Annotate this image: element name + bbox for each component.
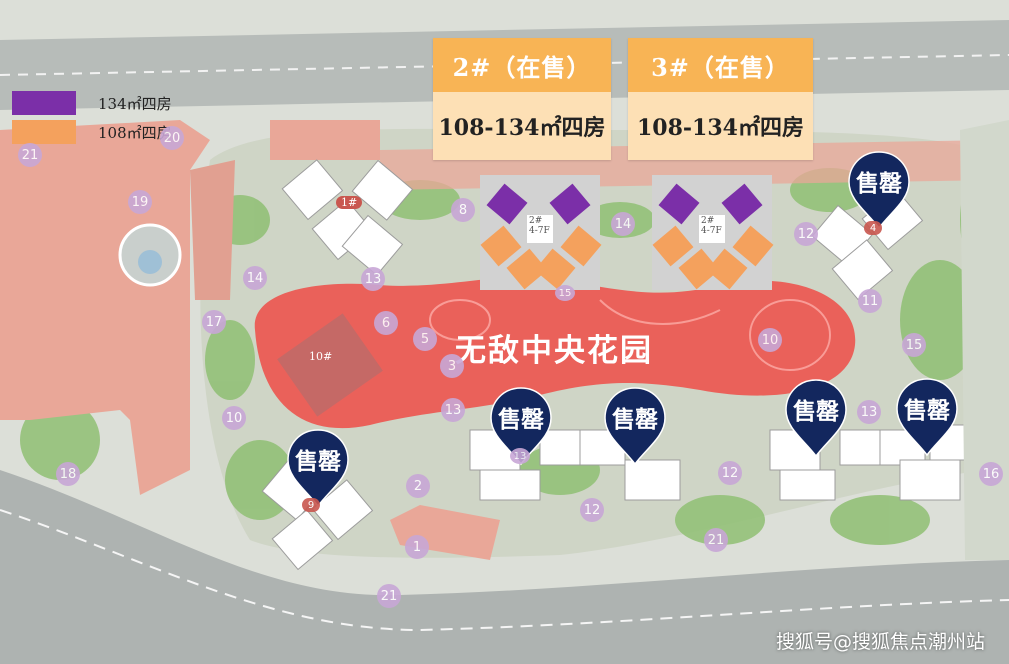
site-number: 1 [405,535,429,559]
site-number: 10 [222,406,246,430]
sale-card-3-subtitle: 108-134㎡四房 [637,115,804,141]
central-garden-label: 无敌中央花园 [455,333,653,369]
site-number: 21 [18,143,42,167]
pink-block-1 [270,120,380,160]
site-number: 18 [56,462,80,486]
legend-label-134: 134㎡四房 [98,95,172,113]
sold-pin: 售罄 [847,150,911,230]
site-number: 9 [302,498,320,512]
garden-paths [429,299,831,371]
sale-card-2-title: 2#（在售） [433,38,611,92]
map-pin-icon [896,378,958,457]
site-number: 19 [128,190,152,214]
site-number: 11 [858,289,882,313]
building-1 [281,159,414,276]
site-number: 5 [413,327,437,351]
site-number: 14 [243,266,267,290]
site-number: 6 [374,311,398,335]
site-number: 15 [902,333,926,357]
map-pin-icon [785,379,847,458]
site-number: 12 [718,461,742,485]
building-label-3: 2# 4-7F [701,216,722,236]
sold-pin: 售罄 [603,386,667,466]
sale-card-3: 3#（在售） 108-134㎡四房 [628,38,813,160]
sale-card-2: 2#（在售） 108-134㎡四房 [433,38,611,160]
legend-swatch-108 [12,120,76,144]
site-number: 15 [555,285,575,301]
sold-pin-label: 售罄 [793,398,839,425]
site-number: 2 [406,474,430,498]
sold-pin: 售罄 [286,428,350,508]
site-number: 17 [202,310,226,334]
tower-3 [652,175,774,290]
site-number: 3 [440,354,464,378]
sale-card-2-subtitle: 108-134㎡四房 [438,115,606,141]
sold-pin-label: 售罄 [856,170,902,197]
legend-swatch-134 [12,91,76,115]
site-number: 13 [857,400,881,424]
sold-pin: 售罄 [489,386,553,466]
sold-pin: 售罄 [895,377,959,457]
building-label-10: 10# [309,350,333,363]
legend-label-108: 108㎡四房 [98,124,172,142]
site-number: 14 [611,212,635,236]
bottom-road-line [0,509,1009,632]
sold-pin-label: 售罄 [498,406,544,433]
sold-pin-label: 售罄 [295,448,341,475]
site-number: 13 [441,398,465,422]
sold-pin-label: 售罄 [612,406,658,433]
sale-card-3-title: 3#（在售） [628,38,813,92]
sold-pin: 售罄 [784,378,848,458]
site-number: 13 [510,448,530,464]
site-number: 10 [758,328,782,352]
tower-2 [480,175,602,290]
central-garden [254,277,856,429]
site-number: 12 [794,222,818,246]
site-number: 8 [451,198,475,222]
bottom-road [0,470,1009,664]
site-number: 16 [979,462,1003,486]
map-pin-icon [604,387,666,466]
sold-pin-label: 售罄 [904,397,950,424]
map-pin-icon [490,387,552,466]
site-number: 4 [864,221,882,235]
site-number: 12 [580,498,604,522]
building-label-1: 1# [336,196,363,209]
building-label-2: 2# 4-7F [529,216,550,236]
fountain [138,250,162,274]
left-building-wing [190,160,235,300]
site-number: 20 [160,126,184,150]
site-number: 21 [377,584,401,608]
right-edge [960,120,1009,560]
watermark: 搜狐号@搜狐焦点潮州站 [775,631,985,653]
site-number: 21 [704,528,728,552]
left-building [0,120,210,495]
building-10 [277,313,383,417]
site-number: 13 [361,267,385,291]
